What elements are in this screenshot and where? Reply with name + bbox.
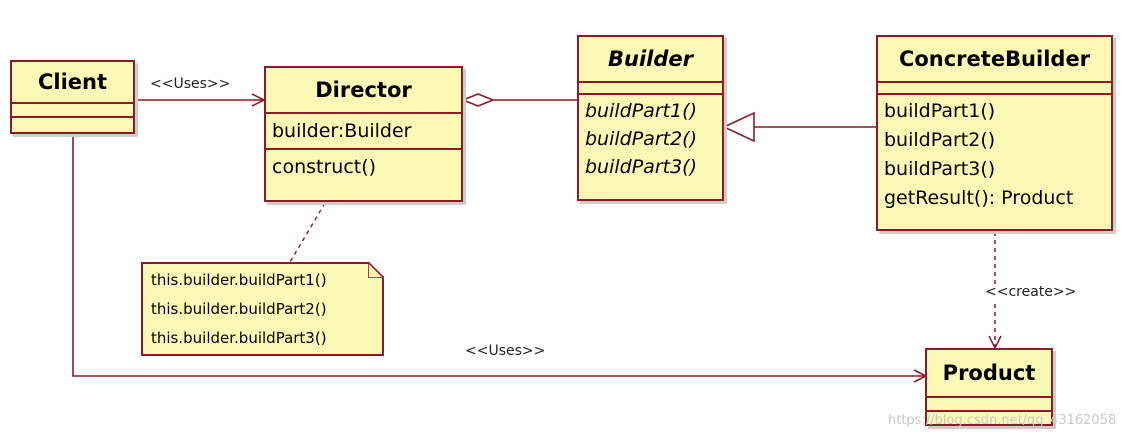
builder-class[interactable]: Builder buildPart1() buildPart2() buildP… <box>577 35 724 201</box>
operation: buildPart2() <box>884 129 996 151</box>
note-line: this.builder.buildPart2() <box>151 300 327 318</box>
attributes-compartment <box>878 83 1111 95</box>
uses-label-director: <<Uses>> <box>150 76 231 92</box>
generalization-arrow <box>722 111 876 143</box>
operation: buildPart3() <box>585 156 697 178</box>
director-class[interactable]: Director builder:Builder construct() <box>264 66 463 202</box>
class-name: Client <box>12 62 133 104</box>
director-builder-aggregation <box>460 93 578 107</box>
operation: getResult(): Product <box>884 187 1074 209</box>
concrete-builder-class[interactable]: ConcreteBuilder buildPart1() buildPart2(… <box>876 35 1113 231</box>
note-line: this.builder.buildPart3() <box>151 329 327 347</box>
operations-compartment: buildPart1() buildPart2() buildPart3() <box>579 95 722 183</box>
product-class[interactable]: Product <box>925 348 1053 426</box>
create-label: <<create>> <box>985 284 1077 300</box>
construct-note[interactable]: this.builder.buildPart1() this.builder.b… <box>141 262 384 356</box>
uses-label-product: <<Uses>> <box>465 343 546 359</box>
class-name: Director <box>266 68 461 114</box>
operation: buildPart1() <box>585 100 697 122</box>
operation: buildPart2() <box>585 128 697 150</box>
operation: buildPart3() <box>884 158 996 180</box>
operations-compartment: construct() <box>266 150 461 184</box>
operations-compartment: buildPart1() buildPart2() buildPart3() g… <box>878 95 1111 215</box>
operations-compartment <box>12 118 133 130</box>
attribute: builder:Builder <box>272 120 412 142</box>
attributes-compartment <box>12 104 133 118</box>
class-name: Builder <box>579 37 722 83</box>
attributes-compartment <box>579 83 722 95</box>
attributes-compartment: builder:Builder <box>266 114 461 150</box>
attributes-compartment <box>927 398 1051 412</box>
class-name: ConcreteBuilder <box>878 37 1111 83</box>
note-line: this.builder.buildPart1() <box>151 271 327 289</box>
note-fold-icon <box>368 262 384 278</box>
client-director-association <box>135 93 266 107</box>
watermark: https://blog.csdn.net/qq_43162058 <box>888 413 1117 428</box>
note-anchor-line <box>289 202 326 263</box>
operation: buildPart1() <box>884 100 996 122</box>
operation: construct() <box>272 156 377 178</box>
client-class[interactable]: Client <box>10 60 135 134</box>
class-name: Product <box>927 350 1051 398</box>
